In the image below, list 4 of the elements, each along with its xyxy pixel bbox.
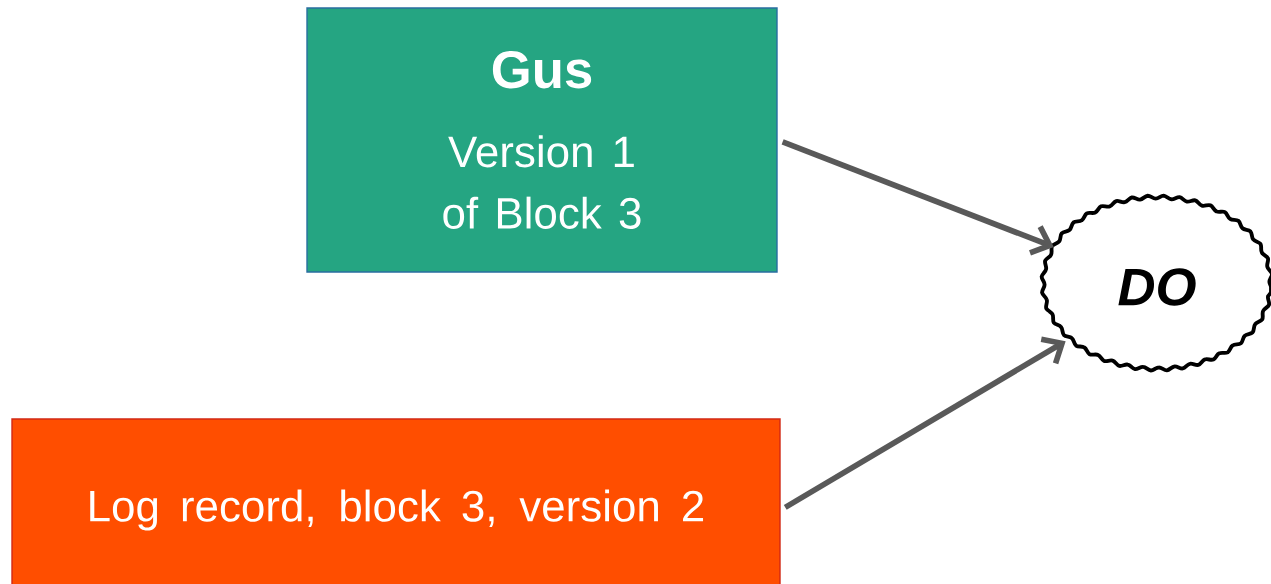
arrow bbox=[781, 139, 1054, 256]
arrow bbox=[783, 336, 1066, 510]
process-box: Gus Version 1 of Block 3 bbox=[306, 7, 778, 273]
process-box: Log record, block 3, version 2 bbox=[11, 418, 781, 584]
